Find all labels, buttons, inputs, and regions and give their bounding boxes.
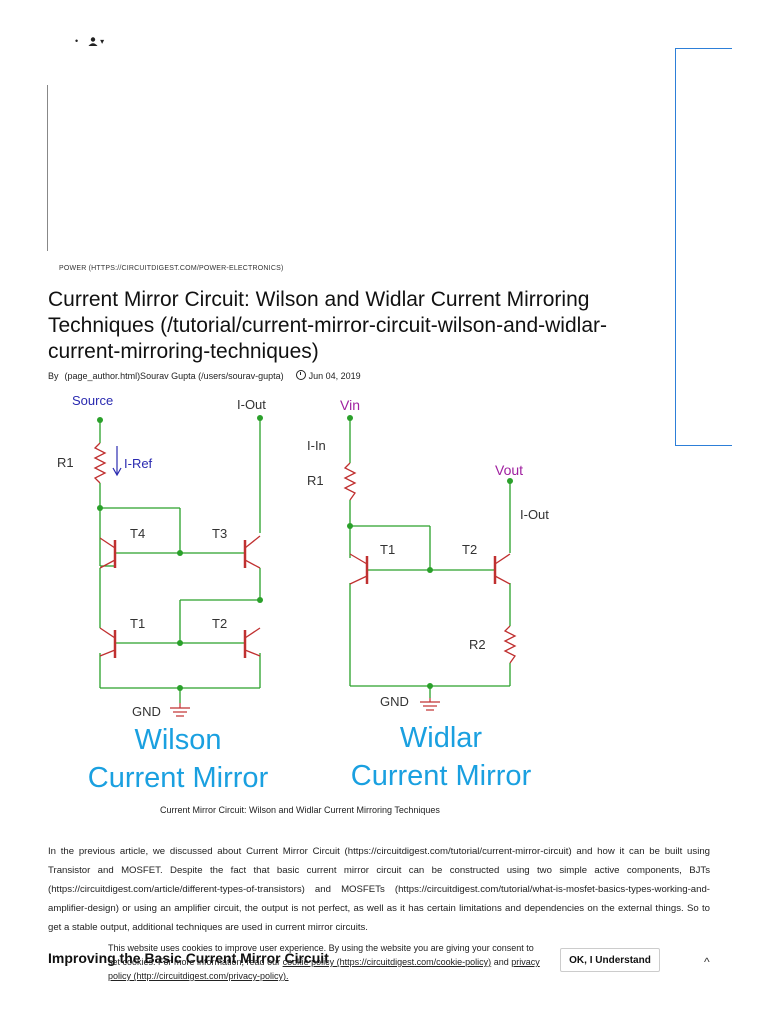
wilson-t2-label: T2 (212, 616, 227, 631)
widlar-r1-label: R1 (307, 473, 324, 488)
privacy-policy-link[interactable]: privacy policy (http://circuitdigest.com… (108, 957, 540, 981)
category-link[interactable]: POWER (HTTPS://CIRCUITDIGEST.COM/POWER-E… (59, 265, 284, 272)
side-ad-panel (675, 48, 732, 446)
publish-date: Jun 04, 2019 (295, 370, 361, 381)
top-nav: • ▾ (75, 36, 104, 46)
wilson-title-line2: Current Mirror (88, 762, 269, 794)
nav-bullet: • (75, 36, 79, 46)
wilson-r1-label: R1 (57, 455, 74, 470)
wilson-title-line1: Wilson (134, 724, 221, 756)
cookie-accept-button[interactable]: OK, I Understand (560, 948, 660, 972)
cookie-message: This website uses cookies to improve use… (108, 943, 534, 967)
chevron-down-icon: ▾ (100, 36, 105, 46)
by-label: By (48, 370, 59, 381)
widlar-r2-label: R2 (469, 637, 486, 652)
section-heading: Improving the Basic Current Mirror Circu… (48, 950, 329, 966)
article-title[interactable]: Current Mirror Circuit: Wilson and Widla… (48, 287, 688, 365)
wilson-t3-label: T3 (212, 526, 227, 541)
widlar-iin-label: I-In (307, 438, 326, 453)
cookie-policy-link[interactable]: cookie policy (https://circuitdigest.com… (282, 957, 492, 967)
byline: By (page_author.html)Sourav Gupta (/user… (48, 370, 361, 381)
widlar-vin-label: Vin (340, 397, 360, 413)
wilson-t4-label: T4 (130, 526, 145, 541)
widlar-title-line2: Current Mirror (351, 760, 532, 792)
cookie-and: and (493, 957, 509, 967)
wilson-iout-label: I-Out (237, 397, 266, 412)
widlar-vout-label: Vout (495, 462, 523, 478)
user-icon (88, 36, 98, 46)
wilson-iref-label: I-Ref (124, 456, 153, 471)
title-line: current-mirroring-techniques) (48, 340, 319, 363)
widlar-iout-label: I-Out (520, 507, 549, 522)
scroll-top-icon[interactable]: ^ (704, 955, 710, 969)
widlar-gnd-label: GND (380, 694, 409, 709)
widlar-t1-label: T1 (380, 542, 395, 557)
wilson-source-label: Source (72, 393, 113, 408)
figure-caption: Current Mirror Circuit: Wilson and Widla… (160, 805, 440, 815)
title-line: Techniques (/tutorial/current-mirror-cir… (48, 314, 607, 337)
cookie-banner-text: This website uses cookies to improve use… (108, 941, 548, 983)
circuit-figure: Source I-Out I-Ref R1 T4 T3 T1 T2 GND I-… (57, 393, 549, 794)
wilson-t1-label: T1 (130, 616, 145, 631)
article-paragraph: In the previous article, we discussed ab… (48, 846, 710, 933)
ad-frame-border (47, 85, 48, 251)
author-link[interactable]: (page_author.html)Sourav Gupta (/users/s… (64, 370, 284, 381)
user-menu[interactable]: ▾ (88, 37, 104, 46)
date-text: Jun 04, 2019 (308, 371, 361, 381)
widlar-title-line1: Widlar (400, 722, 483, 754)
widlar-t2-label: T2 (462, 542, 477, 557)
wilson-gnd-label: GND (132, 704, 161, 719)
clock-icon (295, 370, 306, 380)
title-line: Current Mirror Circuit: Wilson and Widla… (48, 288, 590, 311)
